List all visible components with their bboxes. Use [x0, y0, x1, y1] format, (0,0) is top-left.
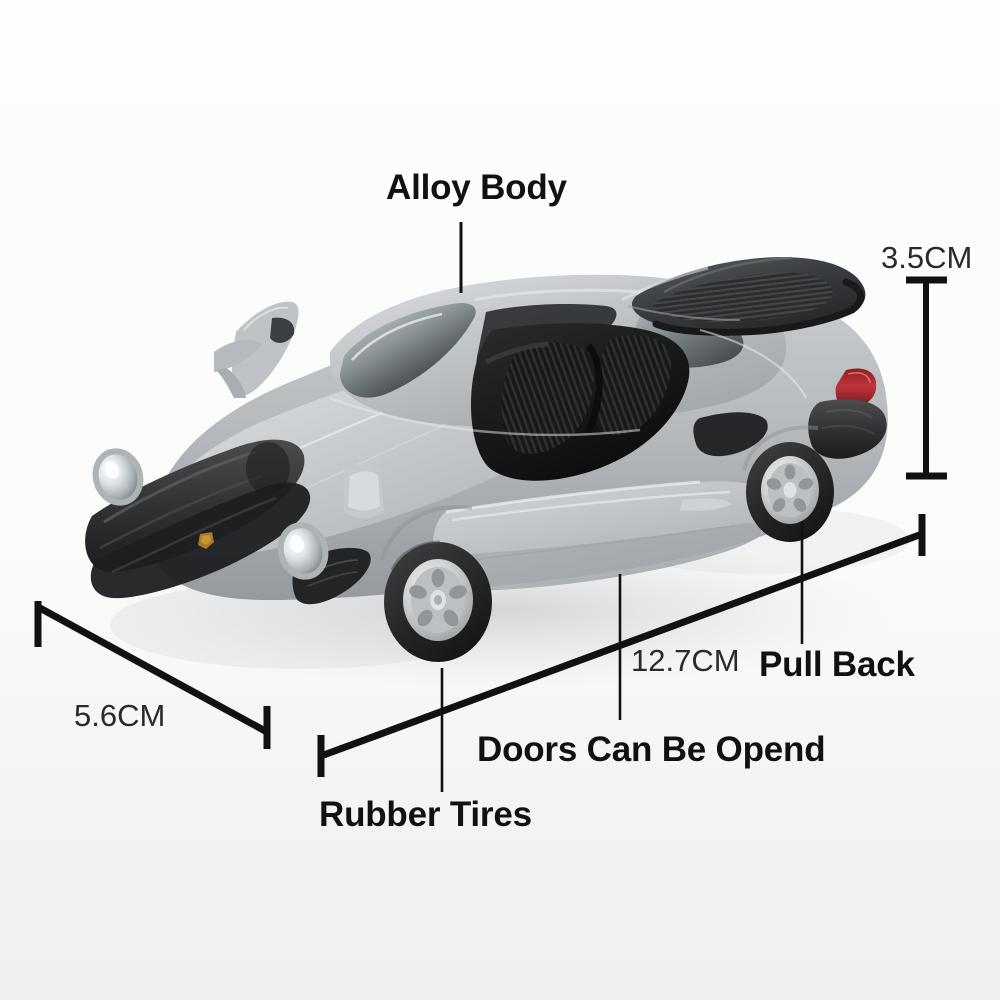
car-model: [85, 256, 888, 662]
windshield: [340, 303, 476, 398]
callout-label-alloy-body: Alloy Body: [386, 168, 567, 207]
porsche-crest-icon: [198, 532, 214, 549]
front-wheel: [384, 540, 492, 662]
seat-front: [501, 342, 594, 454]
dimension-label-length: 12.7CM: [631, 643, 740, 678]
dimension-label-height: 3.5CM: [881, 240, 973, 275]
door-handle: [680, 498, 732, 511]
seat-rear: [594, 335, 672, 436]
far-side-open-door: [214, 301, 299, 398]
headlight-right: [277, 522, 329, 580]
headlight-left: [92, 448, 144, 506]
tail-light: [835, 368, 877, 409]
callout-label-rubber-tires: Rubber Tires: [319, 795, 532, 834]
callout-label-doors: Doors Can Be Opend: [477, 730, 826, 769]
rear-side-vent: [693, 412, 768, 457]
dimension-label-width: 5.6CM: [74, 698, 166, 733]
rear-spoiler: [631, 256, 866, 336]
side-mirror: [344, 464, 384, 518]
rear-wheel: [746, 442, 834, 542]
callout-label-pull-back: Pull Back: [759, 645, 915, 684]
